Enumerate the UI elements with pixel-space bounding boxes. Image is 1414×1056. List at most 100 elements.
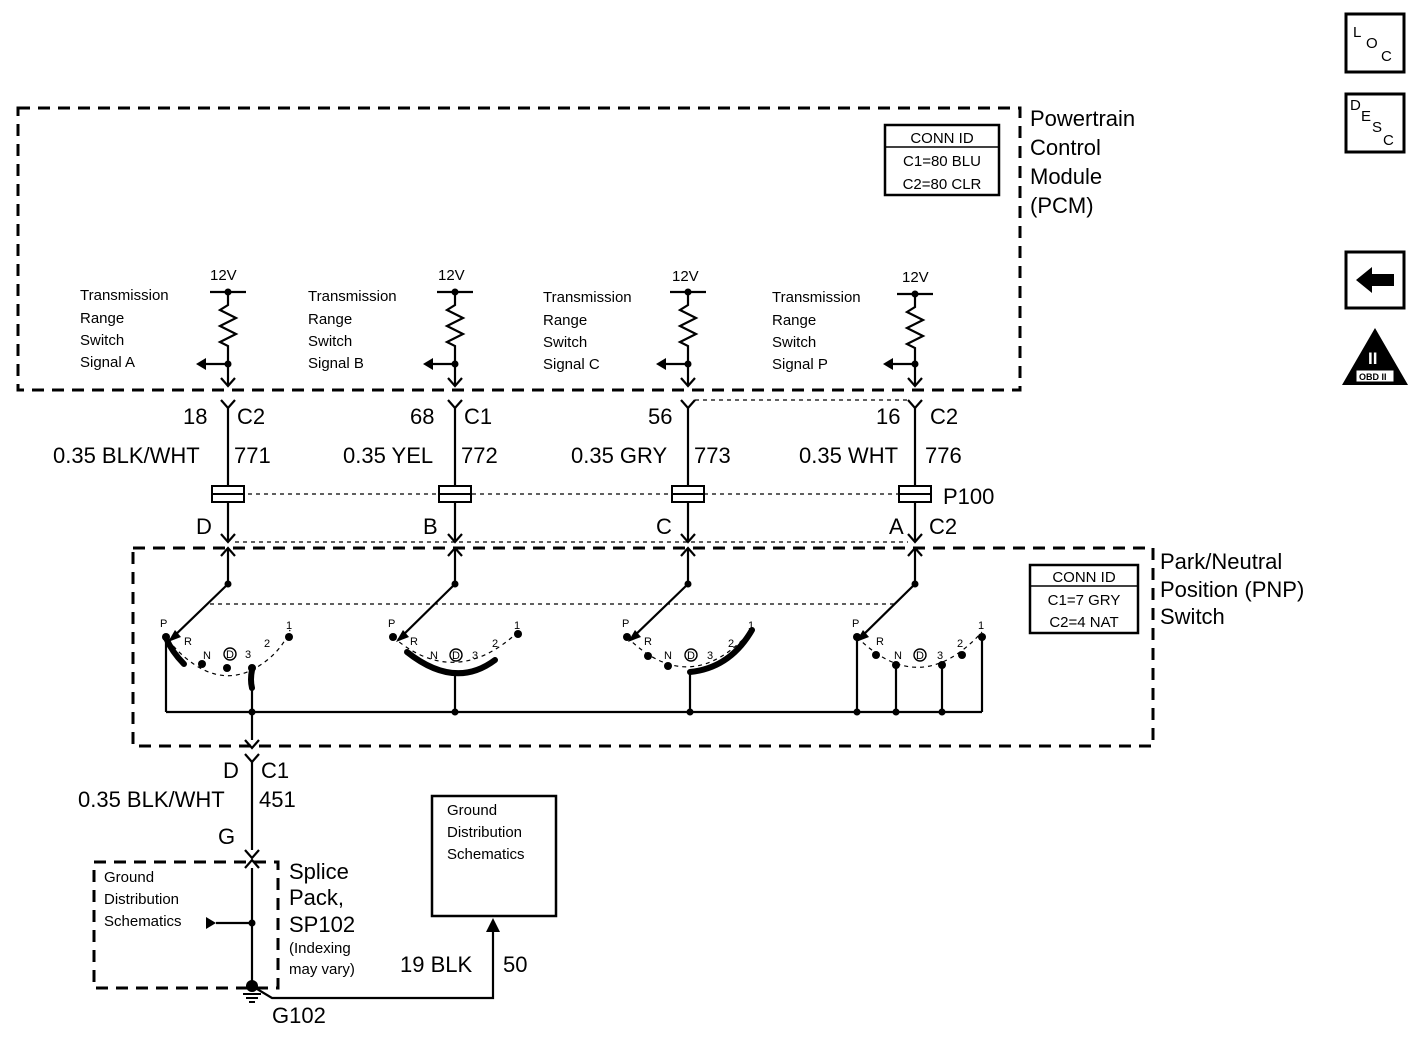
svg-text:N: N [430, 650, 438, 662]
p100-pin-b: B [423, 514, 438, 539]
pnp-switch-b: P R N D 3 2 1 [388, 583, 522, 716]
circuit-b-label-3: Switch [308, 333, 352, 350]
p100-pin-c: C [656, 514, 672, 539]
back-button[interactable] [1344, 250, 1406, 310]
circuit-b-resistor [444, 292, 466, 372]
desc-button[interactable]: D E S C [1344, 92, 1406, 154]
loc-button[interactable]: L O C [1344, 12, 1406, 74]
circuit-a-output-arrow-icon [196, 358, 206, 370]
circuit-b-label-4: Signal B [308, 355, 364, 372]
svg-text:N: N [664, 650, 672, 662]
circuit-p-label-4: Signal P [772, 356, 828, 373]
circuit-p-voltage: 12V [902, 269, 929, 286]
splice-pack-note-2: may vary) [289, 961, 355, 978]
ground-ref-line-3: Schematics [447, 846, 525, 863]
svg-text:D: D [452, 650, 460, 662]
svg-text:P: P [852, 618, 859, 630]
ground-out-arrow-icon [486, 918, 500, 932]
circuit-a-label-2: Range [80, 310, 124, 327]
circuit-c-wire: 0.35 GRY [571, 443, 668, 468]
circuit-p-circuit: 776 [925, 443, 962, 468]
circuit-b-voltage: 12V [438, 267, 465, 284]
circuit-c: Transmission Range Switch Signal C 12V 5… [543, 268, 731, 485]
circuit-c-output-arrow-icon [656, 358, 666, 370]
circuit-a-resistor [217, 292, 239, 372]
circuit-b-label-2: Range [308, 311, 352, 328]
circuit-b: Transmission Range Switch Signal B 12V 6… [308, 267, 498, 485]
splice-pack-boundary [92, 860, 280, 990]
circuit-p-pin: 16 [876, 404, 900, 429]
circuit-a-voltage: 12V [210, 267, 237, 284]
circuit-a-connector: C2 [237, 404, 265, 429]
circuit-b-connector: C1 [464, 404, 492, 429]
circuit-a-label-4: Signal A [80, 354, 135, 371]
ground-wire-spec: 0.35 BLK/WHT [78, 787, 225, 812]
svg-text:II: II [1368, 349, 1377, 368]
circuit-p-resistor [904, 294, 926, 372]
svg-text:E: E [1361, 108, 1371, 125]
circuit-p-label-2: Range [772, 312, 816, 329]
pnp-switch-c: P R N D 3 2 1 [622, 583, 755, 716]
pcm-conn-id-header: CONN ID [910, 130, 974, 147]
p100-label: P100 [943, 484, 994, 509]
svg-text:S: S [1372, 119, 1382, 136]
circuit-a: Transmission Range Switch Signal A 12V 1… [53, 267, 271, 485]
splice-pack-note-1: (Indexing [289, 940, 351, 957]
svg-text:N: N [894, 650, 902, 662]
circuit-c-label-1: Transmission [543, 289, 632, 306]
svg-text:P: P [160, 618, 167, 630]
pnp-boundary [131, 546, 1155, 748]
svg-text:3: 3 [707, 650, 713, 662]
p100-pin-a: A [889, 514, 904, 539]
pcm-title-2: Control [1030, 135, 1101, 160]
pnp-switch-p: P R N D 3 2 1 [852, 583, 986, 716]
pnp-conn-id-header: CONN ID [1052, 569, 1116, 586]
ground-wire-splice-pin: G [218, 824, 235, 849]
pnp-conn-id-table: CONN ID C1=7 GRY C2=4 NAT [1028, 563, 1140, 635]
pcm-title-4: (PCM) [1030, 193, 1094, 218]
circuit-b-circuit: 772 [461, 443, 498, 468]
back-arrow-icon [1356, 267, 1394, 293]
svg-text:P: P [388, 618, 395, 630]
splice-pack-ref-3[interactable]: Schematics [104, 913, 182, 930]
splice-pack-ref-2[interactable]: Distribution [104, 891, 179, 908]
circuit-p-label-1: Transmission [772, 289, 861, 306]
pcm-conn-id-row2: C2=80 CLR [903, 176, 982, 193]
ground-symbol-icon [243, 993, 261, 1003]
obd-ii-button[interactable]: II OBD II [1342, 328, 1408, 385]
circuit-p-wire: 0.35 WHT [799, 443, 898, 468]
svg-text:D: D [226, 649, 234, 661]
splice-pack-title-3: SP102 [289, 912, 355, 937]
ground-wire: D C1 0.35 BLK/WHT 451 G [78, 712, 296, 869]
splice-pack-title-2: Pack, [289, 885, 344, 910]
ground-distribution-ref-box[interactable]: Ground Distribution Schematics [430, 794, 558, 918]
circuit-c-pin: 56 [648, 404, 672, 429]
svg-text:2: 2 [728, 638, 734, 650]
circuit-b-output-arrow-icon [423, 358, 433, 370]
circuit-a-circuit: 771 [234, 443, 271, 468]
pcm-title-3: Module [1030, 164, 1102, 189]
svg-text:1: 1 [978, 620, 984, 632]
circuit-p-output-arrow-icon [883, 358, 893, 370]
pcm-boundary [16, 106, 1022, 392]
svg-text:3: 3 [937, 650, 943, 662]
ground-label: G102 [272, 1003, 326, 1028]
pnp-switch-a: P R N D 3 2 1 [160, 583, 293, 712]
svg-text:R: R [410, 636, 418, 648]
svg-text:D: D [916, 650, 924, 662]
circuit-c-label-2: Range [543, 312, 587, 329]
pcm-conn-id-table: CONN ID C1=80 BLU C2=80 CLR [883, 123, 1001, 197]
circuit-p: Transmission Range Switch Signal P 12V 1… [772, 269, 962, 485]
circuit-a-label-1: Transmission [80, 287, 169, 304]
circuit-b-pin: 68 [410, 404, 434, 429]
circuit-a-label-3: Switch [80, 332, 124, 349]
ground-wire-connector: C1 [261, 758, 289, 783]
svg-text:1: 1 [748, 620, 754, 632]
splice-pack-ref-1[interactable]: Ground [104, 869, 154, 886]
ground-ref-line-2: Distribution [447, 824, 522, 841]
svg-text:O: O [1366, 35, 1378, 52]
svg-text:P: P [622, 618, 629, 630]
svg-text:R: R [876, 636, 884, 648]
svg-text:OBD II: OBD II [1359, 372, 1387, 382]
p100-connector: P100 D B C A C2 [196, 484, 994, 544]
